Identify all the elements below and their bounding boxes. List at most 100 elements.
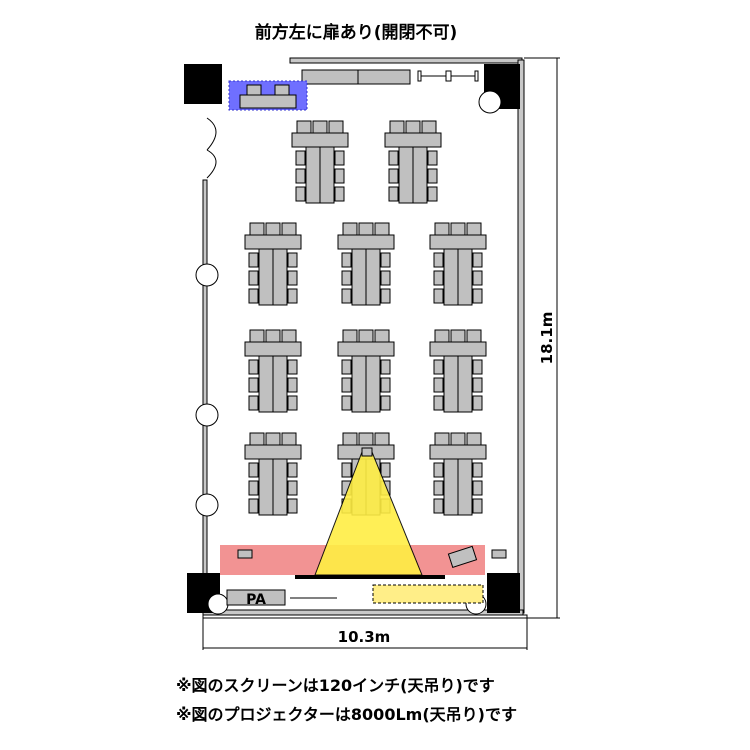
chair [334, 186, 345, 202]
chair [380, 359, 391, 375]
chair [287, 252, 298, 268]
wall-outlets [195, 90, 502, 615]
chair [450, 329, 466, 343]
table [443, 355, 459, 413]
width-dimension: 10.3m [338, 628, 391, 646]
chair [248, 252, 259, 268]
chair [248, 270, 259, 286]
chair [295, 186, 306, 202]
table-group [337, 222, 395, 306]
chair [249, 329, 265, 343]
chair [433, 359, 444, 375]
chair [380, 395, 391, 411]
chair [374, 329, 390, 343]
pa-label: PA [246, 592, 266, 608]
chair [287, 480, 298, 496]
table-group [384, 120, 442, 204]
chair [434, 432, 450, 446]
table [457, 355, 473, 413]
chair [296, 120, 312, 134]
note-screen: ※図のスクリーンは120インチ(天吊り)です [176, 676, 495, 695]
chair [274, 84, 290, 96]
projector-beam [314, 451, 423, 576]
chair [334, 168, 345, 184]
table [272, 458, 288, 516]
table-groups [244, 120, 487, 516]
chair [265, 432, 281, 446]
chair [246, 84, 262, 96]
chair [287, 377, 298, 393]
chair [342, 432, 358, 446]
chair [427, 186, 438, 202]
chair [287, 270, 298, 286]
chair [248, 480, 259, 496]
chair [248, 377, 259, 393]
chair [434, 329, 450, 343]
table [244, 341, 302, 357]
table [384, 132, 442, 148]
chair [341, 377, 352, 393]
chair [287, 359, 298, 375]
table-group [244, 432, 302, 516]
chair [472, 252, 483, 268]
pillar [487, 573, 520, 613]
table [258, 458, 274, 516]
table [429, 444, 487, 460]
chair [358, 329, 374, 343]
chair [287, 462, 298, 478]
table [429, 341, 487, 357]
chair [472, 498, 483, 514]
table [258, 248, 274, 306]
door-icon [206, 117, 217, 179]
chair [472, 288, 483, 304]
table [337, 341, 395, 357]
table [398, 146, 414, 204]
chair [248, 288, 259, 304]
chair [342, 329, 358, 343]
table [319, 146, 335, 204]
chair [374, 222, 390, 236]
chair [433, 252, 444, 268]
chair [287, 498, 298, 514]
dimension-lines [202, 57, 560, 650]
pa-equipment [226, 589, 286, 606]
height-dimension: 18.1m [538, 312, 556, 365]
chair [472, 395, 483, 411]
chair [380, 462, 391, 478]
chair [405, 120, 421, 134]
chair [388, 150, 399, 166]
table-group [429, 329, 487, 413]
table [272, 355, 288, 413]
side-table-area [372, 584, 484, 604]
chair [466, 329, 482, 343]
chair [249, 222, 265, 236]
chair [427, 150, 438, 166]
table [258, 355, 274, 413]
chair [472, 270, 483, 286]
chair [433, 377, 444, 393]
chair [358, 222, 374, 236]
chair [472, 377, 483, 393]
table [429, 234, 487, 250]
chair [248, 359, 259, 375]
chair [295, 150, 306, 166]
chair [450, 432, 466, 446]
chair [380, 252, 391, 268]
chair [433, 498, 444, 514]
chair [358, 432, 374, 446]
chair [466, 222, 482, 236]
table [365, 355, 381, 413]
chair [334, 150, 345, 166]
chair [328, 120, 344, 134]
chair [341, 462, 352, 478]
chair [287, 288, 298, 304]
chair [389, 120, 405, 134]
table [412, 146, 428, 204]
chair [342, 222, 358, 236]
rack [417, 70, 479, 82]
table [244, 444, 302, 460]
chair [341, 270, 352, 286]
table-group [429, 222, 487, 306]
chair [388, 168, 399, 184]
table-group [291, 120, 349, 204]
